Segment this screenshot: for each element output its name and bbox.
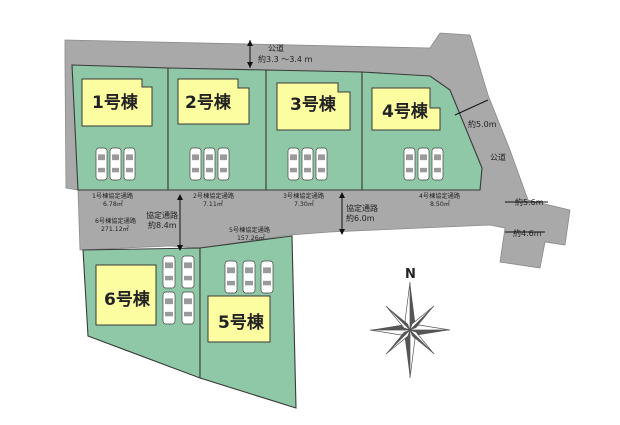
parking-car-icon [224,260,238,294]
easement-4-area: 8.50㎡ [430,200,451,208]
easement-6-area: 271.12㎡ [101,225,130,233]
agreement-road-left-width: 約8.4m [148,220,177,230]
right-width-1: 約5.0m [468,119,497,129]
top-dim-arrow-up [247,40,253,46]
parking-car-icon [315,147,328,181]
public-road-right-label: 公道 [490,152,506,162]
agreement-right-arrow-up [339,192,345,198]
parking-car-icon [189,147,202,181]
house-label-4: 4号棟 [382,101,429,122]
house-label-5: 5号棟 [218,312,265,333]
house-label-3: 3号棟 [290,94,337,115]
house-6 [95,264,157,326]
house-label-2: 2号棟 [185,92,232,113]
right-width-3: 約4.6m [513,228,542,238]
agreement-road-right-label: 協定通路 [346,203,378,213]
easement-1-label: 1号棟協定通路 [92,192,134,200]
easement-4-label: 4号棟協定通路 [419,192,461,200]
public-road-top-label: 公道 [268,43,284,53]
parking-car-icon [287,147,300,181]
house-2 [177,78,250,125]
compass-needle-sw-light [385,329,411,355]
easement-5-label: 5号棟協定通路 [229,226,271,234]
agreement-left-arrow-up [177,194,183,200]
easement-2-area: 7.11㎡ [203,200,224,208]
compass-needle-se-light [409,329,435,355]
compass-rose: N [369,267,451,379]
parking-car-icon [217,147,230,181]
parking-car-icon [260,260,274,294]
house-3 [276,82,351,131]
compass-north-label: N [405,267,416,282]
compass-needle-w-dark [370,325,410,330]
agreement-road-right-width: 約6.0m [346,213,375,223]
easement-3-area: 7.30㎡ [294,200,315,208]
agreement-road-left-label: 協定通路 [146,210,178,220]
parking-car-icon [123,147,136,181]
public-road-top-width: 約3.3 ～3.4 ｍ [258,54,313,64]
parking-car-icon [403,147,416,181]
parking-car-icon [109,147,122,181]
parking-car-icon [181,255,195,289]
easement-3-label: 3号棟協定通路 [283,192,325,200]
parking-car-icon [301,147,314,181]
house-label-1: 1号棟 [92,92,139,113]
parking-cars [95,147,444,325]
top-dim-arrow-down [247,62,253,68]
easement-2-label: 2号棟協定通路 [193,192,235,200]
parking-car-icon [95,147,108,181]
parking-car-icon [431,147,444,181]
compass-needle-n-dark [410,282,415,330]
parking-car-icon [162,291,176,325]
compass-needle-ne-light [409,305,435,331]
compass-needle-nw-light [385,305,411,331]
easement-5-area: 157.26㎡ [237,234,266,242]
compass-needle-e-dark [410,330,450,335]
parking-car-icon [181,291,195,325]
house-4 [371,87,441,131]
parking-car-icon [203,147,216,181]
easement-1-area: 6.78㎡ [103,200,124,208]
easement-6-label: 6号棟協定通路 [95,217,137,225]
parking-car-icon [162,255,176,289]
parking-car-icon [417,147,430,181]
house-5 [207,295,271,343]
parking-car-icon [242,260,256,294]
house-label-6: 6号棟 [104,289,151,310]
agreement-right-arrow-down [339,229,345,235]
house-1 [81,78,153,127]
compass-needle-s-dark [405,330,410,378]
agreement-left-arrow-down [177,245,183,251]
right-width-1-dimension [454,99,489,116]
